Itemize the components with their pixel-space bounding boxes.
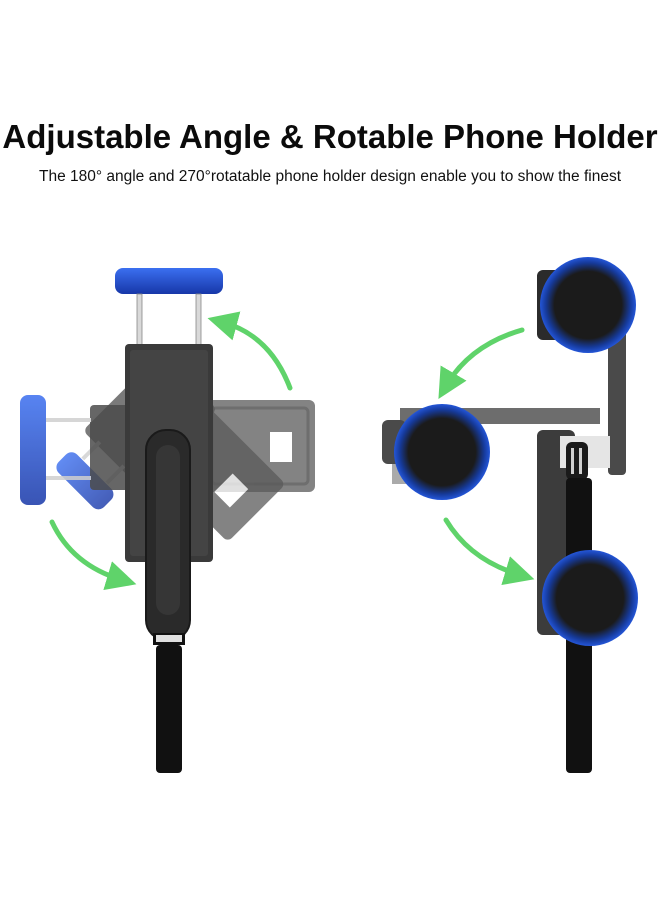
rotation-arrow-lower — [49, 519, 137, 591]
clamp-rod-right — [195, 293, 202, 347]
page-title: Adjustable Angle & Rotable Phone Holder — [2, 118, 658, 155]
side-view-holder — [382, 257, 638, 773]
clamp-rod-left — [136, 293, 143, 347]
front-view-holder — [20, 268, 315, 773]
knob-middle — [394, 404, 490, 500]
knob-top — [540, 257, 636, 353]
stick-pole — [156, 645, 182, 773]
product-illustration — [20, 257, 638, 773]
top-clamp-cap — [115, 268, 223, 294]
joint-ball — [566, 442, 588, 480]
rotation-arrow-upper — [207, 311, 293, 391]
side-arrow-upper — [438, 327, 525, 399]
page-subtitle: The 180° angle and 270°rotatable phone h… — [38, 168, 622, 185]
side-arrow-lower — [443, 517, 535, 586]
knob-bottom — [542, 550, 638, 646]
